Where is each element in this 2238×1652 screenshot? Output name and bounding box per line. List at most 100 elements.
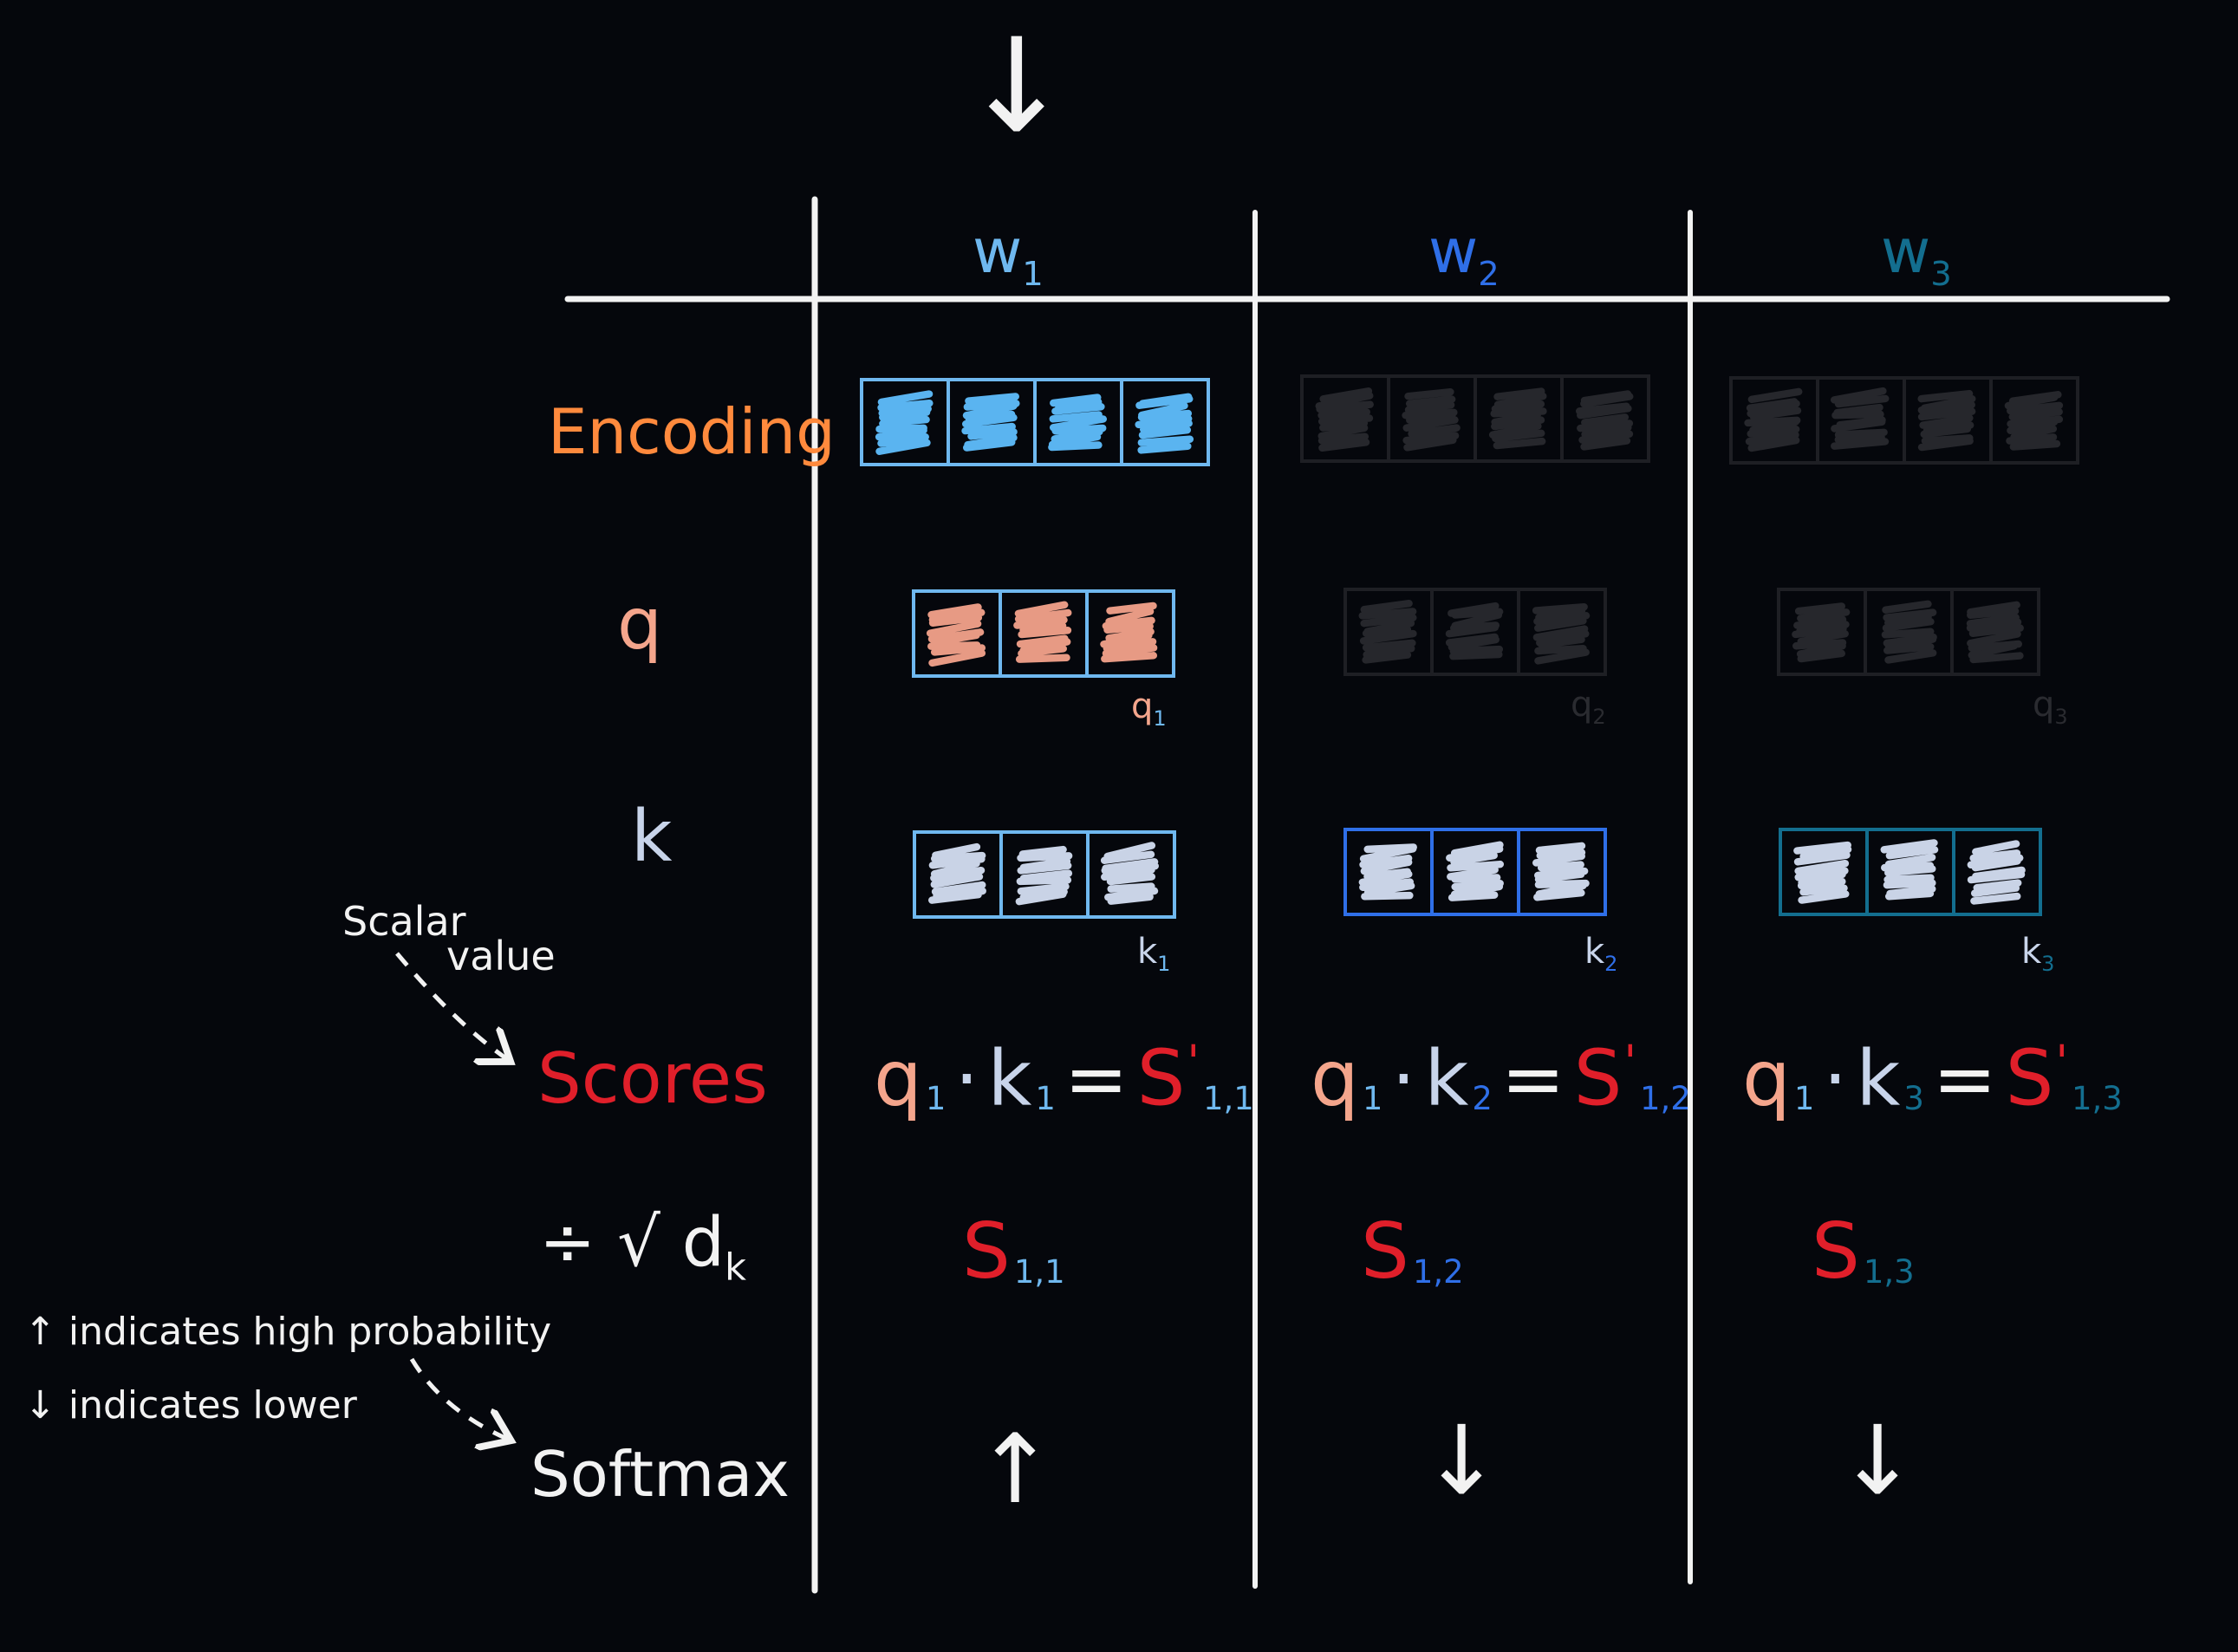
legend-high-probability: ↑ indicates high probability bbox=[24, 1310, 552, 1354]
softmax-arrow-down-icon-w3: ↓ bbox=[1838, 1405, 1918, 1516]
scribble-shading bbox=[1135, 393, 1194, 454]
row-label-scores: Scores bbox=[537, 1038, 768, 1119]
row-label-k: k bbox=[631, 796, 673, 878]
annotation-value: value bbox=[446, 933, 556, 979]
scribble-stroke bbox=[1792, 602, 1851, 663]
scribble-stroke bbox=[1881, 600, 1937, 664]
query-vector-w2 bbox=[1343, 588, 1607, 676]
scribble-stroke bbox=[1015, 845, 1073, 906]
scribble-shading bbox=[1967, 840, 2026, 905]
scribble-shading bbox=[926, 603, 986, 667]
scribble-shading bbox=[1532, 842, 1590, 901]
scribble-shading bbox=[1792, 602, 1851, 663]
scribble-shading bbox=[2004, 391, 2064, 451]
query-vector-w3 bbox=[1777, 588, 2040, 676]
key-label-w2: k2 bbox=[1584, 932, 1618, 976]
scribble-stroke bbox=[1917, 389, 1976, 452]
scribble-stroke bbox=[1880, 839, 1939, 901]
scribble-stroke bbox=[1488, 387, 1547, 450]
scribble-stroke bbox=[1135, 393, 1194, 454]
scribble-stroke bbox=[1013, 601, 1072, 663]
scribble-stroke bbox=[928, 842, 986, 904]
scribble-stroke bbox=[2004, 391, 2064, 451]
row-label-softmax: Softmax bbox=[530, 1438, 790, 1511]
scribble-stroke bbox=[1446, 841, 1505, 901]
encoding-vector-w1 bbox=[860, 378, 1210, 466]
key-vector-w3 bbox=[1779, 828, 2042, 916]
scribble-stroke bbox=[1967, 840, 2026, 905]
scribble-stroke bbox=[1100, 602, 1158, 663]
scribble-shading bbox=[1793, 841, 1852, 904]
query-label-w2: q2 bbox=[1571, 685, 1606, 729]
scribble-stroke bbox=[1445, 602, 1504, 660]
column-header-w2: w2 bbox=[1428, 216, 1500, 294]
scribble-stroke bbox=[961, 393, 1020, 452]
scribble-shading bbox=[1358, 599, 1417, 664]
scribble-shading bbox=[1744, 387, 1803, 452]
scribble-shading bbox=[1966, 601, 2024, 664]
scribble-shading bbox=[1100, 842, 1159, 905]
softmax-arrow-down-icon-w2: ↓ bbox=[1422, 1405, 1502, 1516]
scribble-stroke bbox=[1358, 843, 1417, 901]
scribble-shading bbox=[1402, 388, 1461, 452]
scribble-shading bbox=[1880, 839, 1939, 901]
query-label-w3: q3 bbox=[2033, 685, 2068, 729]
key-label-w3: k3 bbox=[2021, 932, 2055, 976]
scribble-shading bbox=[1830, 387, 1890, 450]
key-label-w1: k1 bbox=[1137, 932, 1171, 976]
query-label-w1: q1 bbox=[1131, 686, 1167, 731]
scribble-stroke bbox=[1793, 841, 1852, 904]
scribble-shading bbox=[1358, 843, 1417, 901]
scribble-stroke bbox=[1532, 842, 1590, 901]
scribble-shading bbox=[1917, 389, 1976, 452]
scribble-stroke bbox=[1532, 603, 1591, 665]
column-header-w3: w3 bbox=[1881, 216, 1952, 294]
scribble-shading bbox=[1013, 601, 1072, 663]
annotation-scalar: Scalar bbox=[342, 898, 466, 945]
query-vector-w1 bbox=[912, 589, 1175, 678]
scribble-shading bbox=[1445, 602, 1504, 660]
key-vector-w1 bbox=[913, 830, 1176, 919]
scribble-shading bbox=[1015, 845, 1073, 906]
scribble-stroke bbox=[1830, 387, 1890, 450]
scribble-shading bbox=[928, 842, 986, 904]
scribble-stroke bbox=[1100, 842, 1159, 905]
scribble-shading bbox=[1881, 600, 1937, 664]
scribble-shading bbox=[875, 390, 934, 455]
scribble-shading bbox=[1315, 387, 1374, 452]
column-header-w1: w1 bbox=[973, 216, 1044, 294]
encoding-vector-w2 bbox=[1300, 374, 1650, 463]
scalar-dashed-arrow bbox=[395, 952, 507, 1059]
scribble-stroke bbox=[1966, 601, 2024, 664]
softmax-arrow-up-icon: ↑ bbox=[975, 1414, 1056, 1525]
row-label-q: q bbox=[617, 583, 663, 666]
scribble-shading bbox=[1576, 390, 1634, 451]
scribble-shading bbox=[1048, 393, 1108, 452]
legend-lower-probability: ↓ indicates lower bbox=[24, 1383, 357, 1428]
legend-dashed-arrow bbox=[409, 1357, 507, 1439]
scribble-shading bbox=[1446, 841, 1505, 901]
scribble-stroke bbox=[1744, 387, 1803, 452]
scribble-stroke bbox=[875, 390, 934, 455]
input-arrow-down-icon: ↓ bbox=[962, 11, 1071, 162]
scribble-stroke bbox=[1576, 390, 1634, 451]
scribble-shading bbox=[1532, 603, 1591, 665]
scribble-shading bbox=[1100, 602, 1158, 663]
scribble-stroke bbox=[1315, 387, 1374, 452]
row-label-scale: ÷ √ dk bbox=[539, 1204, 747, 1290]
scribble-shading bbox=[1488, 387, 1547, 450]
scribble-stroke bbox=[926, 603, 986, 667]
key-vector-w2 bbox=[1343, 828, 1607, 916]
row-label-encoding: Encoding bbox=[548, 395, 836, 468]
encoding-vector-w3 bbox=[1729, 376, 2079, 465]
scribble-stroke bbox=[1402, 388, 1461, 452]
